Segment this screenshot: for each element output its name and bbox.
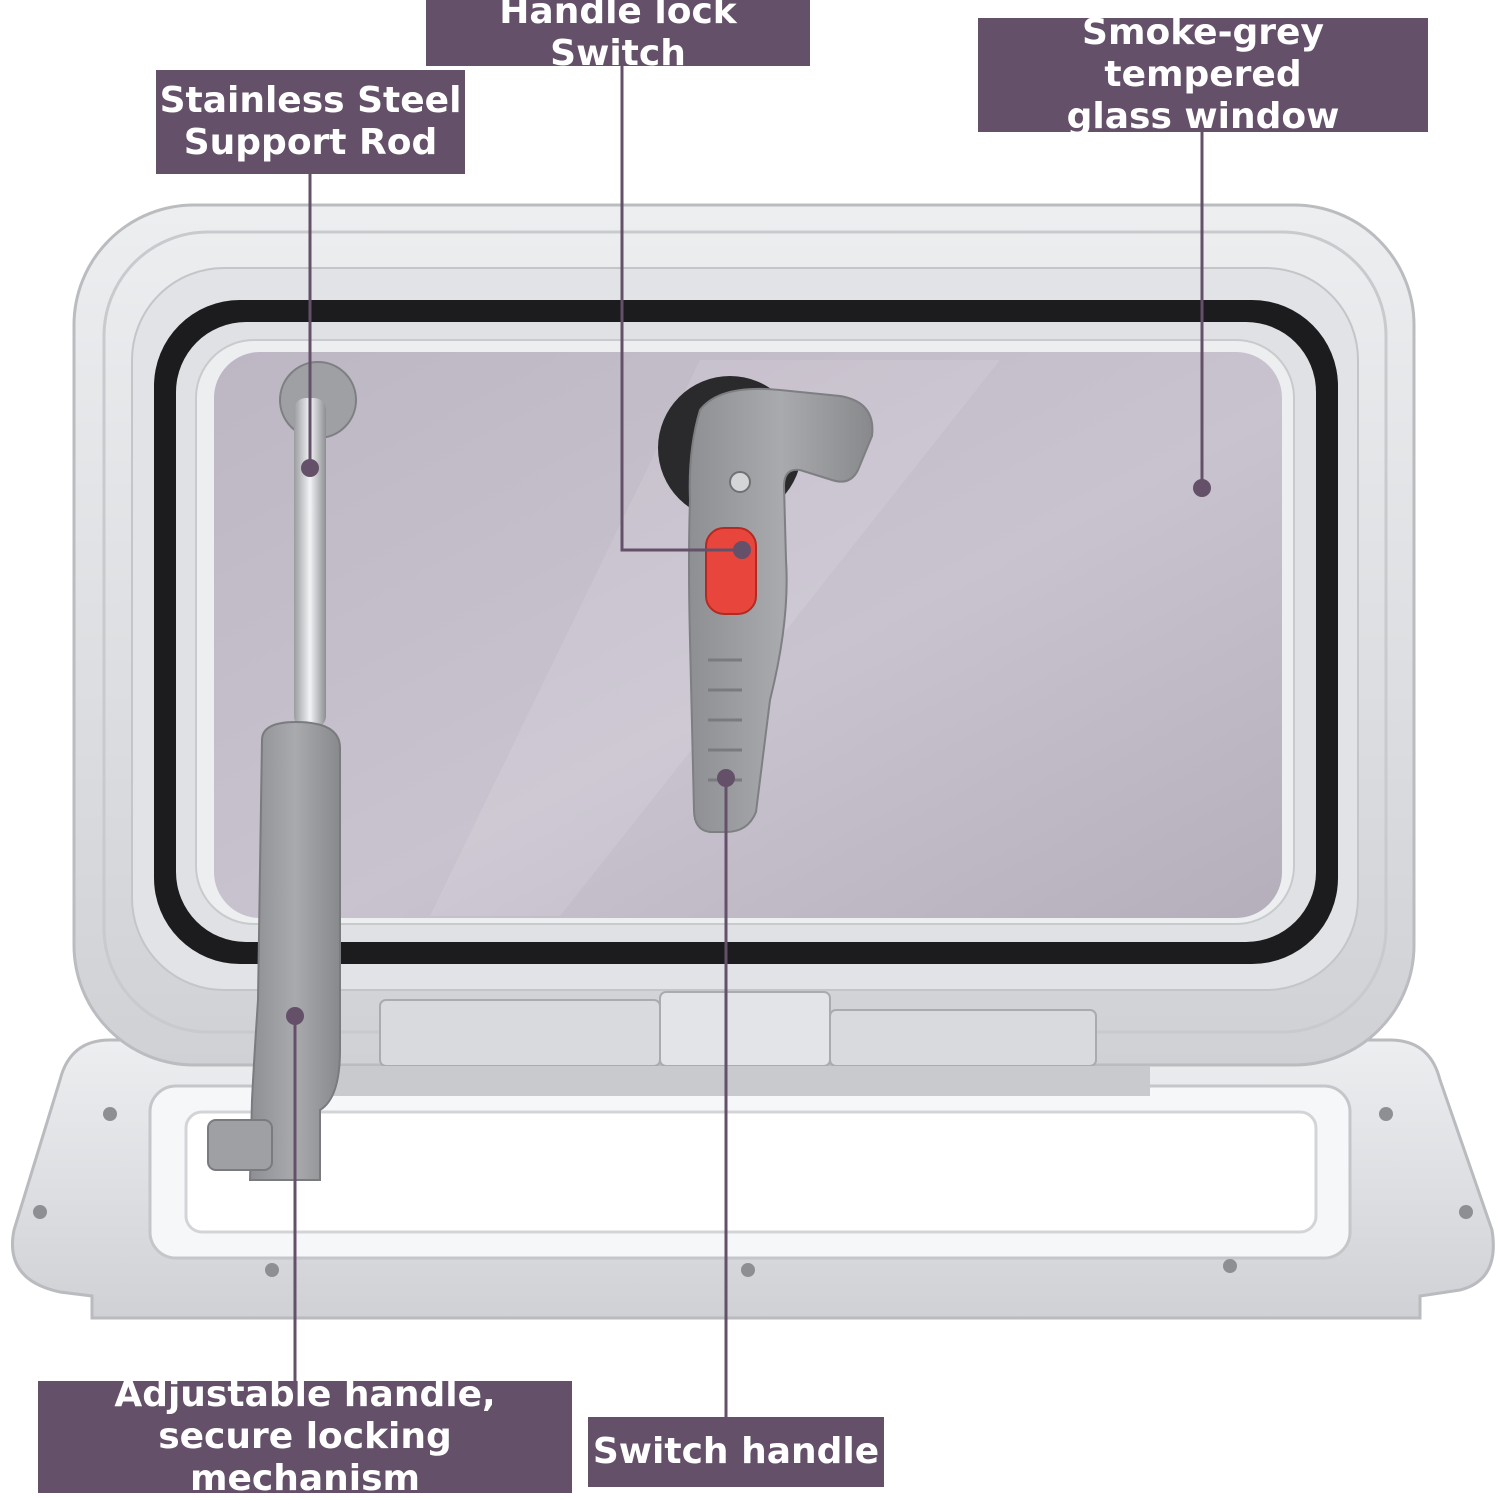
pivot-screw-icon [729, 471, 751, 493]
hinge [659, 991, 831, 1067]
leader-line-handle-lock [620, 66, 742, 552]
screw-hole-icon [1223, 1259, 1237, 1273]
callout-label: Stainless Steel Support Rod [159, 80, 462, 163]
screw-hole-icon [103, 1107, 117, 1121]
leader-lines [293, 66, 1204, 1417]
callout-adjustable-handle: Adjustable handle, secure locking mechan… [38, 1374, 572, 1499]
marker-dot-icon [733, 541, 751, 559]
callout-label: Adjustable handle, secure locking mechan… [114, 1374, 496, 1499]
marker-dot-icon [1193, 479, 1211, 497]
adjustable-handle [248, 720, 341, 1181]
marker-dot-icon [301, 459, 319, 477]
screw-hole-icon [265, 1263, 279, 1277]
callout-switch-handle: Switch handle [588, 1417, 884, 1487]
screw-hole-icon [1379, 1107, 1393, 1121]
screw-hole-icon [33, 1205, 47, 1219]
leader-dots [286, 459, 1211, 1025]
callout-handle-lock-switch: Handle lock Switch [426, 0, 810, 74]
screw-hole-icon [1459, 1205, 1473, 1219]
stainless-steel-rod [294, 398, 326, 728]
marker-dot-icon [286, 1007, 304, 1025]
hinge [379, 999, 661, 1067]
screw-hole-icon [741, 1263, 755, 1277]
callout-glass-window: Smoke-grey tempered glass window [978, 12, 1428, 137]
marker-dot-icon [717, 769, 735, 787]
callout-label: Smoke-grey tempered glass window [1066, 12, 1340, 137]
callout-label: Switch handle [592, 1431, 880, 1472]
callout-label: Handle lock Switch [499, 0, 737, 74]
support-rod-assembly [207, 361, 357, 1181]
lock-button [705, 527, 757, 615]
hinge [829, 1009, 1097, 1067]
callout-support-rod: Stainless Steel Support Rod [156, 70, 465, 174]
